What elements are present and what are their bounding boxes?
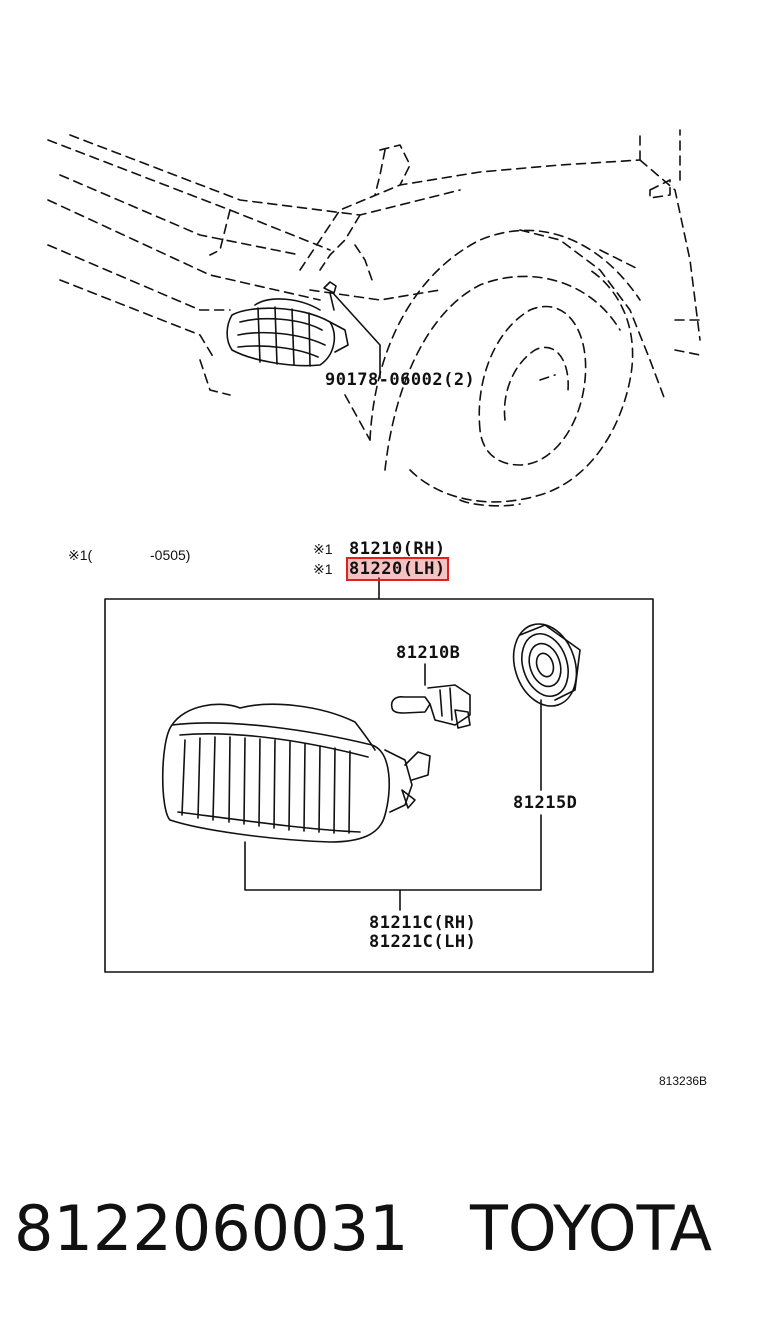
applicability-note-prefix: ※1( [68, 547, 93, 563]
brand-name: TOYOTA [470, 1192, 713, 1265]
callout-leaders [244, 291, 542, 911]
vehicle-body-outline [47, 129, 701, 507]
assy-marker-rh: ※1 [313, 541, 333, 557]
applicability-note-range: -0505) [150, 547, 191, 563]
highlight-box: 81220(LH) [346, 557, 449, 581]
callout-lens-lh[interactable]: 81221C(LH) [369, 932, 477, 952]
vehicle-front-illustration [47, 129, 701, 973]
callout-assembly-lh-part: 81220 [349, 559, 403, 579]
drawing-reference: 813236B [659, 1074, 708, 1088]
bulb-drawing [390, 684, 471, 729]
callout-assembly-lh-highlighted[interactable]: 81220(LH) [346, 557, 449, 581]
assy-marker-lh: ※1 [313, 561, 333, 577]
assembly-box [104, 598, 654, 973]
callout-bolt: 90178-06002(2) [325, 370, 476, 390]
callout-bulb[interactable]: 81210B [396, 643, 461, 663]
callout-socket[interactable]: 81215D [513, 793, 578, 813]
part-number: 8122060031 [14, 1192, 409, 1265]
callout-assembly-lh-side: (LH) [402, 559, 446, 579]
installed-fog-lamp [226, 281, 349, 367]
callout-lens-rh[interactable]: 81211C(RH) [369, 913, 477, 933]
callout-assembly-rh[interactable]: 81210(RH) [349, 539, 446, 559]
lamp-housing-drawing [161, 703, 431, 843]
socket-cover-drawing [512, 623, 581, 707]
